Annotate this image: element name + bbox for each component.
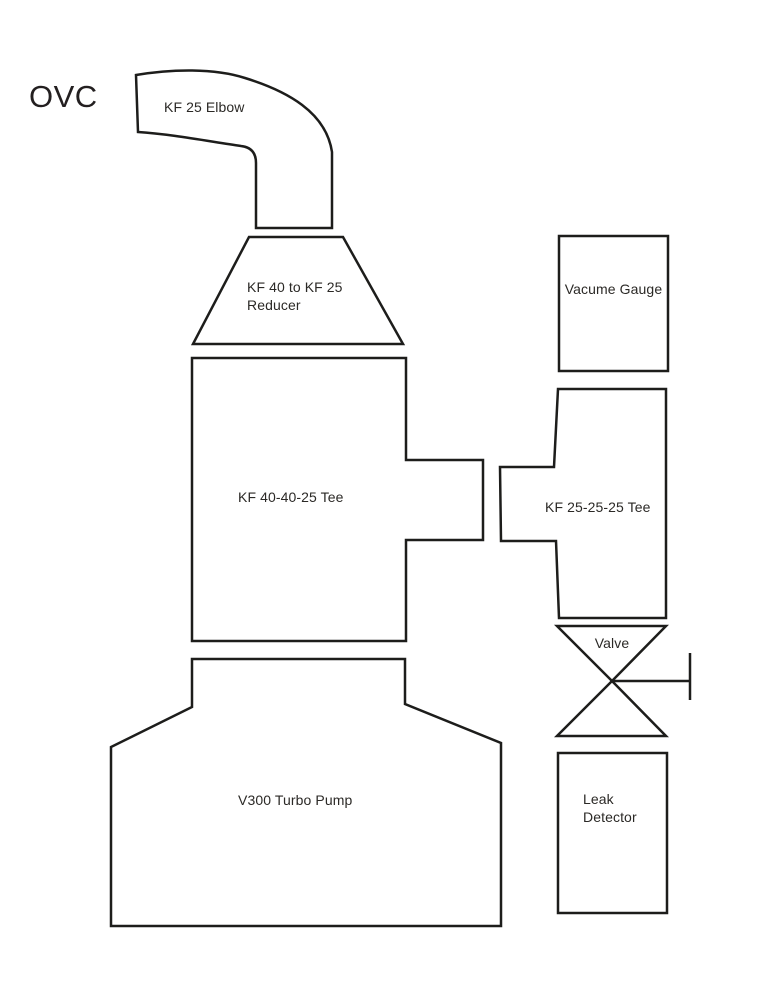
kf25-tee-label: KF 25-25-25 Tee <box>545 499 651 515</box>
pump-shape <box>109 657 503 928</box>
reducer-label: KF 40 to KF 25 Reducer <box>247 279 343 313</box>
vacuum-gauge-label: Vacume Gauge <box>564 281 663 297</box>
reducer-shape <box>190 235 406 346</box>
kf40-tee-shape <box>190 356 485 643</box>
diagram-title: OVC <box>29 79 98 114</box>
kf40-tee-label: KF 40-40-25 Tee <box>238 489 344 505</box>
valve-top-triangle <box>553 624 669 683</box>
pump-label: V300 Turbo Pump <box>238 792 353 808</box>
kf25-elbow-label: KF 25 Elbow <box>164 99 245 115</box>
vacuum-gauge-box <box>557 234 670 373</box>
leak-detector-label: Leak Detector <box>583 791 637 825</box>
kf25-elbow-shape <box>134 69 334 230</box>
valve-label: Valve <box>594 635 630 651</box>
kf25-tee-shape <box>498 387 668 620</box>
leak-detector-box <box>556 751 669 915</box>
valve-bottom-triangle <box>553 679 669 738</box>
